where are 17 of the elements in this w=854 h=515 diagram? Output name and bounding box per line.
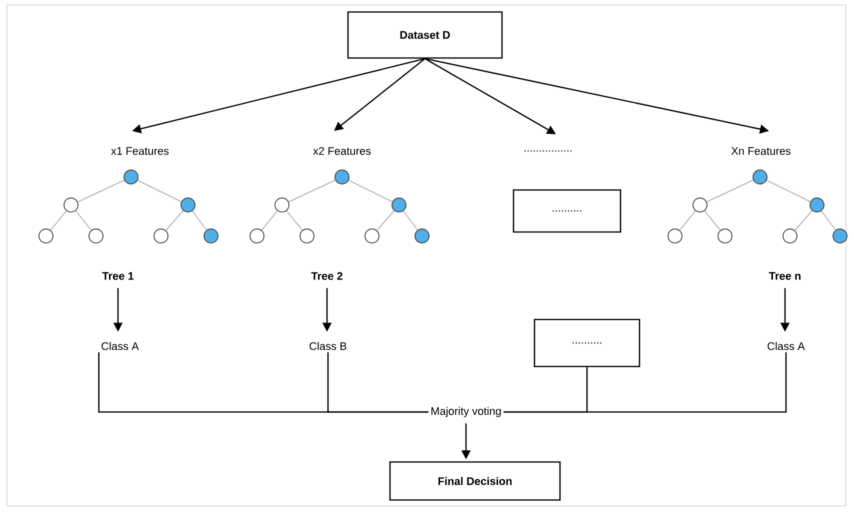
label-text: Class A (768, 342, 805, 350)
label-text: Class B (310, 342, 346, 350)
label-text: Tree 1 (102, 272, 134, 280)
label-text: x1 Features (111, 147, 169, 155)
label-text: Tree 2 (311, 272, 342, 280)
label-text: Tree n (768, 272, 801, 280)
label-text: Class A (102, 342, 139, 350)
process-box: Final Decision (389, 461, 561, 501)
process-box: Dataset D (347, 11, 503, 59)
label-text: x2 Features (313, 147, 371, 155)
process-box: .......... (534, 318, 640, 368)
connector-line (504, 352, 787, 413)
label-text: Xn Features (731, 147, 791, 155)
connector-line (327, 352, 428, 413)
process-box: .......... (512, 189, 622, 233)
label-text: ................ (524, 150, 572, 152)
label-text: Majority voting (431, 406, 501, 418)
